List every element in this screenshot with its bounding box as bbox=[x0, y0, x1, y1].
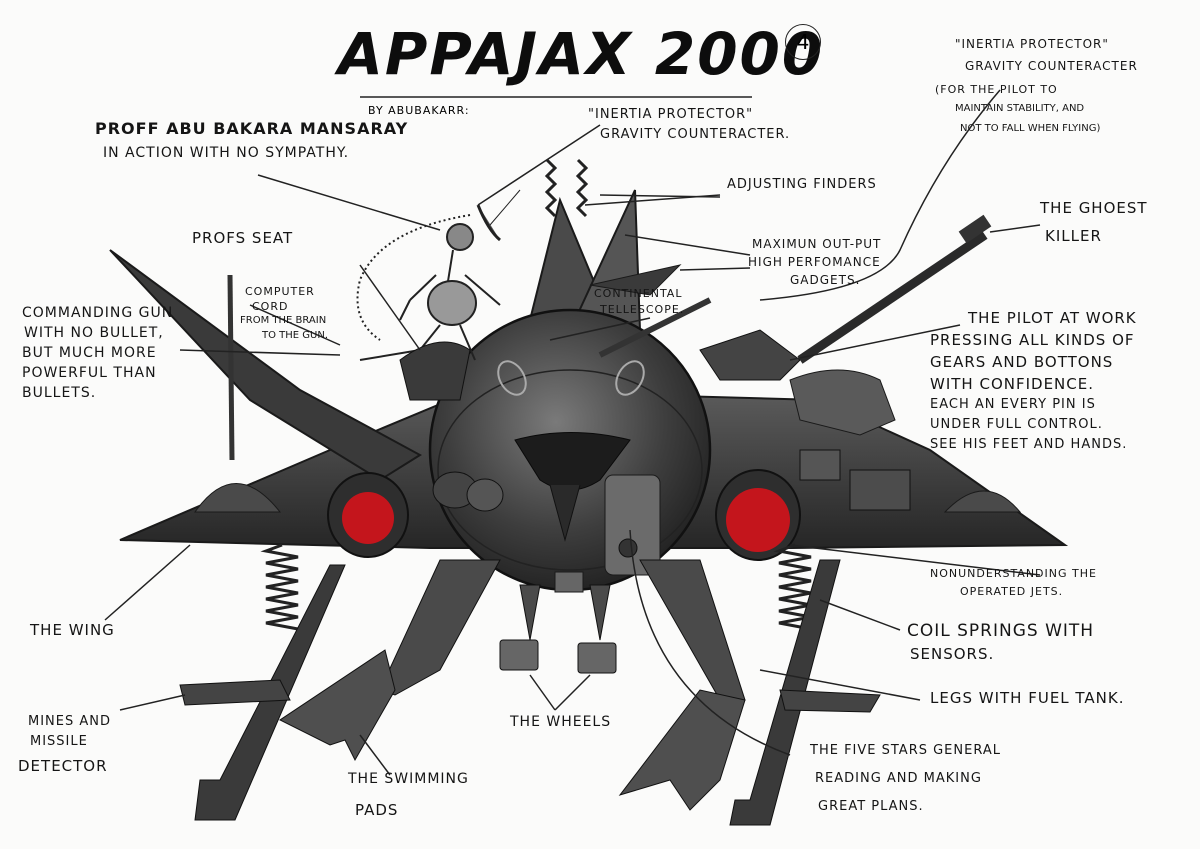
label-inertia-right-1: "INERTIA PROTECTOR" bbox=[955, 37, 1109, 51]
front-leg-left bbox=[379, 559, 501, 696]
label-maximum-2: HIGH PERFOMANCE bbox=[748, 255, 881, 269]
label-commanding-3: BUT MUCH MORE bbox=[22, 345, 157, 361]
wheel-left bbox=[499, 639, 539, 671]
label-mines-2: MISSILE bbox=[30, 734, 88, 749]
wheel-right bbox=[577, 642, 617, 674]
coil-spring-left bbox=[260, 543, 299, 631]
tail-stabilizer bbox=[589, 264, 682, 296]
label-pilot-7: SEE HIS FEET AND HANDS. bbox=[930, 437, 1128, 452]
label-coil-2: SENSORS. bbox=[910, 645, 995, 663]
ghost-killer-barrel bbox=[797, 231, 988, 364]
drawing-title: APPAJAX 2000 bbox=[338, 20, 825, 88]
right-engine-jet bbox=[726, 488, 790, 552]
label-maximum-1: MAXIMUN OUT-PUT bbox=[752, 237, 882, 251]
coil-spring-right bbox=[773, 543, 812, 631]
label-five-stars-3: GREAT PLANS. bbox=[818, 799, 924, 814]
label-coil-1: COIL SPRINGS WITH bbox=[907, 621, 1095, 641]
telescope bbox=[598, 297, 712, 358]
profs-seat bbox=[399, 341, 471, 401]
label-five-stars-1: THE FIVE STARS GENERAL bbox=[810, 743, 1001, 758]
label-ghost-2: KILLER bbox=[1045, 227, 1102, 245]
swimming-pad-left bbox=[279, 649, 396, 762]
label-cord-3: FROM THE BRAIN bbox=[240, 315, 327, 326]
label-mines-3: DETECTOR bbox=[18, 757, 108, 775]
label-pilot-2: PRESSING ALL KINDS OF bbox=[930, 331, 1135, 349]
label-inertia-right-2: GRAVITY COUNTERACTER bbox=[965, 59, 1138, 73]
label-jets-1: NONUNDERSTANDING THE bbox=[930, 567, 1097, 580]
label-cord-4: TO THE GUN. bbox=[262, 330, 329, 341]
label-legs: LEGS WITH FUEL TANK. bbox=[930, 689, 1125, 707]
adjusting-finder-right bbox=[575, 158, 589, 218]
swimming-pad-right bbox=[618, 689, 746, 811]
left-engine-jet bbox=[342, 492, 394, 544]
label-pilot-1: THE PILOT AT WORK bbox=[968, 309, 1137, 327]
label-five-stars-2: READING AND MAKING bbox=[815, 771, 982, 786]
label-wheels: THE WHEELS bbox=[510, 714, 612, 730]
label-inertia-center-1: "INERTIA PROTECTOR" bbox=[588, 107, 754, 122]
label-inertia-right-3: (FOR THE PILOT TO bbox=[935, 83, 1058, 96]
label-cord-2: CORD bbox=[252, 300, 289, 313]
label-cord-1: COMPUTER bbox=[245, 285, 315, 298]
label-commanding-4: POWERFUL THAN bbox=[22, 365, 157, 381]
label-inertia-center-2: GRAVITY COUNTERACTER. bbox=[600, 127, 791, 142]
label-profs-seat: PROFS SEAT bbox=[192, 229, 294, 247]
label-jets-2: OPERATED JETS. bbox=[960, 585, 1064, 598]
pilot-canopy bbox=[789, 369, 896, 436]
label-mines-1: MINES AND bbox=[28, 714, 112, 729]
front-leg-right bbox=[639, 559, 746, 701]
leader-lines bbox=[104, 89, 1041, 776]
label-continental-1: CONTINENTAL bbox=[594, 287, 683, 300]
left-spar bbox=[109, 249, 422, 482]
label-swimming-1: THE SWIMMING bbox=[348, 771, 469, 787]
skeleton-professor bbox=[356, 214, 501, 361]
label-prof-line2: IN ACTION WITH NO SYMPATHY. bbox=[103, 145, 350, 161]
label-adjusting-finders: ADJUSTING FINDERS bbox=[727, 177, 877, 192]
label-swimming-2: PADS bbox=[355, 801, 399, 819]
label-inertia-right-5: NOT TO FALL WHEN FLYING) bbox=[960, 123, 1101, 134]
label-commanding-2: WITH NO BULLET, bbox=[24, 325, 164, 341]
left-wing-bump bbox=[194, 483, 282, 513]
commanding-gun bbox=[227, 274, 235, 461]
label-commanding-1: COMMANDING GUN bbox=[22, 305, 174, 321]
right-wing-bump bbox=[943, 490, 1022, 513]
label-inertia-right-4: MAINTAIN STABILITY, AND bbox=[955, 103, 1085, 114]
inertia-protector-dish bbox=[476, 204, 501, 242]
label-pilot-6: UNDER FULL CONTROL. bbox=[930, 417, 1103, 432]
label-pilot-5: EACH AN EVERY PIN IS bbox=[930, 397, 1096, 412]
label-commanding-5: BULLETS. bbox=[22, 385, 97, 401]
adjusting-finder-left bbox=[544, 158, 558, 218]
byline: BY ABUBAKARR: bbox=[368, 104, 470, 117]
label-wing: THE WING bbox=[30, 621, 115, 639]
label-pilot-4: WITH CONFIDENCE. bbox=[930, 375, 1094, 393]
label-pilot-3: GEARS AND BOTTONS bbox=[930, 353, 1114, 371]
label-prof-line1: PROFF ABU BAKARA MANSARAY bbox=[95, 119, 409, 138]
label-maximum-3: GADGETS. bbox=[790, 273, 861, 287]
label-ghost-1: THE GHOEST bbox=[1040, 199, 1148, 217]
page-number: 4 bbox=[785, 24, 821, 60]
label-continental-2: TELLESCOPE. bbox=[600, 303, 685, 316]
